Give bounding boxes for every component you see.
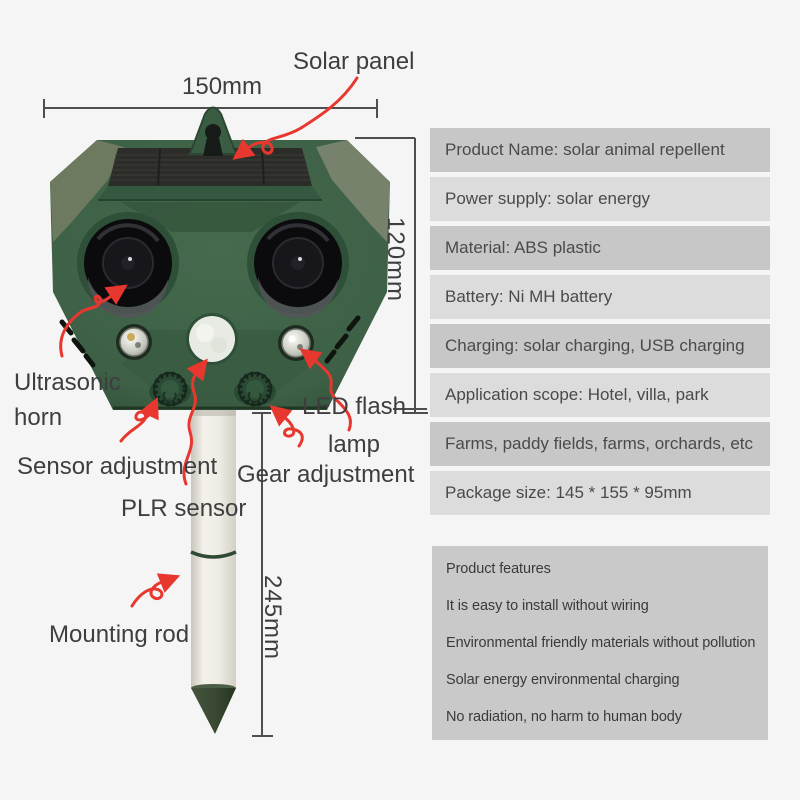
annotation-arrows bbox=[59, 76, 359, 608]
led-lamp-left bbox=[116, 324, 152, 360]
spec-row-application-scope: Application scope: Hotel, villa, park bbox=[430, 373, 770, 417]
plr-sensor-label: PLR sensor bbox=[121, 495, 247, 522]
solar-panel-label: Solar panel bbox=[293, 48, 415, 75]
sensor-adjustment-label: Sensor adjustment bbox=[17, 453, 218, 480]
hanging-tab bbox=[188, 106, 238, 156]
spec-row-product-name: Product Name: solar animal repellent bbox=[430, 128, 770, 172]
pir-sensor bbox=[186, 313, 238, 365]
device-body bbox=[50, 106, 390, 410]
spec-row-application-scope-2: Farms, paddy fields, farms, orchards, et… bbox=[430, 422, 770, 466]
spec-row-package-size: Package size: 145 * 155 * 95mm bbox=[430, 471, 770, 515]
width-dimension-label: 150mm bbox=[182, 73, 263, 100]
arrow-to-gear-knob bbox=[269, 405, 304, 448]
feature-item: No radiation, no harm to human body bbox=[446, 708, 682, 725]
rod-dimension-label: 245mm bbox=[259, 575, 286, 661]
led-flash-lamp-label: LED flash lamp bbox=[301, 388, 407, 464]
features-title: Product features bbox=[446, 560, 551, 577]
ultrasonic-horn-left bbox=[77, 212, 179, 319]
gear-adjustment-knob bbox=[234, 371, 276, 407]
spec-table: Product Name: solar animal repellent Pow… bbox=[430, 128, 770, 520]
feature-item: Environmental friendly materials without… bbox=[446, 634, 756, 651]
led-flash-lamp-label-line2: lamp bbox=[327, 430, 381, 458]
led-flash-lamp-label-line1: LED flash bbox=[301, 393, 407, 420]
ultrasonic-horn-right bbox=[247, 212, 349, 319]
spec-row-charging: Charging: solar charging, USB charging bbox=[430, 324, 770, 368]
mounting-rod bbox=[190, 410, 237, 734]
right-wing bbox=[316, 140, 390, 242]
sensor-adjustment-knob bbox=[149, 371, 191, 407]
product-features-box: Product features It is easy to install w… bbox=[432, 546, 768, 740]
mounting-rod-label: Mounting rod bbox=[49, 621, 190, 648]
device-illustration bbox=[43, 76, 428, 737]
gear-adjustment-label: Gear adjustment bbox=[237, 461, 415, 488]
arrow-to-pir-sensor bbox=[182, 358, 208, 486]
feature-item: It is easy to install without wiring bbox=[446, 597, 649, 614]
spec-row-material: Material: ABS plastic bbox=[430, 226, 770, 270]
height-dimension-label: 120mm bbox=[382, 217, 409, 303]
arrow-to-mounting-rod bbox=[130, 573, 181, 608]
left-wing bbox=[50, 140, 124, 242]
keyhole bbox=[205, 124, 221, 140]
arrow-to-solar-panel bbox=[232, 76, 359, 160]
spec-row-battery: Battery: Ni MH battery bbox=[430, 275, 770, 319]
ultrasonic-horn-label-line2: horn bbox=[14, 403, 63, 431]
feature-item: Solar energy environmental charging bbox=[446, 671, 680, 688]
arrow-to-sensor-knob bbox=[119, 396, 159, 443]
panel-ledge bbox=[98, 186, 322, 200]
ultrasonic-horn-label-line1: Ultrasonic bbox=[14, 369, 121, 396]
arrow-to-led-lamp bbox=[299, 348, 352, 432]
spec-row-power-supply: Power supply: solar energy bbox=[430, 177, 770, 221]
arrow-to-ultrasonic-horn bbox=[59, 284, 128, 358]
ultrasonic-horn-label: Ultrasonic horn bbox=[14, 366, 121, 436]
